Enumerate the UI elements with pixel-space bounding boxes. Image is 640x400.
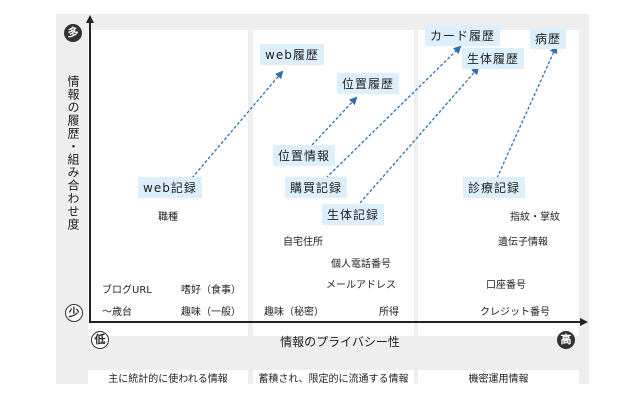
y-axis-arrowhead	[86, 15, 94, 23]
y-high-badge: 多	[64, 24, 82, 42]
y-low-badge: 少	[65, 304, 83, 322]
label-medical-record: 診療記録	[463, 177, 526, 198]
item-credit-card: クレジット番号	[480, 307, 550, 318]
item-occupation: 職種	[158, 212, 178, 223]
label-card-history: カード履歴	[425, 25, 501, 46]
item-age: 〜歳台	[102, 307, 132, 318]
label-purchase-record: 購買記録	[285, 177, 348, 198]
label-web-record: web記録	[138, 177, 202, 198]
item-genetic: 遺伝子情報	[498, 237, 548, 248]
item-blog-url: ブログURL	[102, 285, 152, 296]
label-location-history: 位置履歴	[337, 73, 400, 94]
label-bio-record: 生体記録	[322, 204, 385, 225]
item-home-address: 自宅住所	[283, 237, 323, 248]
label-bio-history: 生体履歴	[462, 48, 525, 69]
x-axis-label: 情報のプライバシー性	[280, 335, 400, 349]
x-low-badge: 低	[91, 331, 109, 349]
y-axis-line	[89, 22, 91, 322]
item-email: メールアドレス	[326, 280, 396, 291]
x-axis-line	[89, 321, 581, 323]
label-location-info: 位置情報	[273, 145, 336, 166]
item-fingerprint: 指紋・掌紋	[510, 212, 560, 223]
x-axis-arrowhead	[580, 318, 588, 326]
item-hobby-general: 趣味（一般）	[181, 307, 241, 318]
label-medical-history: 病歴	[530, 28, 567, 49]
category-statistical: 主に統計的に使われる情報	[88, 370, 248, 390]
y-axis-label: 情報の履歴・組み合わせ度	[66, 75, 80, 231]
label-web-history: web履歴	[260, 44, 324, 65]
x-high-badge: 高	[557, 331, 575, 349]
item-personal-phone: 個人電話番号	[331, 259, 391, 270]
diagram-panel: 主に統計的に使われる情報 蓄積され、限定的に流通する情報 機密運用情報	[56, 14, 589, 390]
item-income: 所得	[379, 307, 399, 318]
category-limited: 蓄積され、限定的に流通する情報	[253, 370, 414, 390]
item-pref-food: 嗜好（食事）	[181, 285, 241, 296]
item-bank-account: 口座番号	[486, 280, 526, 291]
category-confidential: 機密運用情報	[418, 370, 579, 390]
item-hobby-secret: 趣味（秘密）	[264, 307, 324, 318]
